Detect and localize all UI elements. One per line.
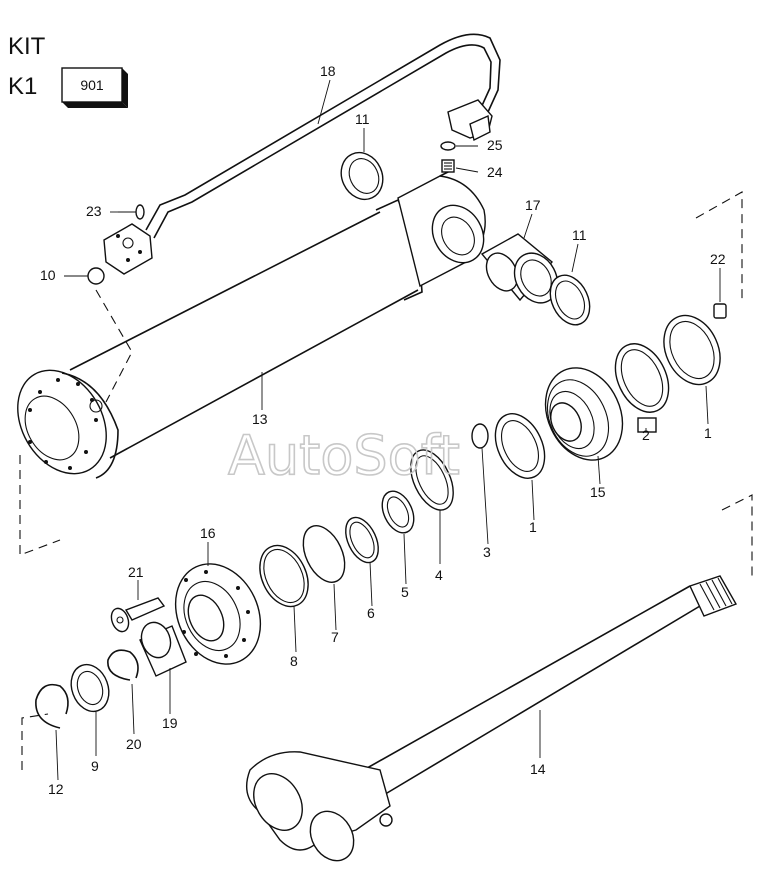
callout-8[interactable]: 8 [290,653,298,669]
callout-15[interactable]: 15 [590,484,606,500]
kit-badge-number: 901 [80,77,104,93]
ring-part-6[interactable] [339,512,385,567]
callout-25[interactable]: 25 [487,137,503,153]
ring-part-5[interactable] [376,486,420,538]
callout-13[interactable]: 13 [252,411,268,427]
callout-3[interactable]: 3 [483,544,491,560]
callout-1-outer[interactable]: 1 [704,425,712,441]
kit-header: KIT K1 901 [8,33,128,108]
piston-part-15[interactable] [531,355,637,472]
callout-12[interactable]: 12 [48,781,64,797]
callout-24[interactable]: 24 [487,164,503,180]
snap-ring-part-12[interactable] [35,683,69,729]
callout-22[interactable]: 22 [710,251,726,267]
grease-fitting-part-24[interactable] [441,159,455,173]
callout-2[interactable]: 2 [642,427,650,443]
guide-ring-part-2[interactable] [605,335,679,433]
wiper-seal-part-9[interactable] [65,659,115,716]
backup-ring-part-4[interactable] [402,443,462,516]
seal-ring-part-1-inner[interactable] [486,406,555,486]
callout-4[interactable]: 4 [435,567,443,583]
callout-23[interactable]: 23 [86,203,102,219]
callout-20[interactable]: 20 [126,736,142,752]
callout-19[interactable]: 19 [162,715,178,731]
callout-9[interactable]: 9 [91,758,99,774]
callout-21[interactable]: 21 [128,564,144,580]
o-ring-part-8[interactable] [251,538,318,615]
snap-ring-part-20[interactable] [107,649,139,681]
bolt-part-21[interactable] [108,597,166,634]
kit-label: KIT [8,33,46,60]
callout-10[interactable]: 10 [40,267,56,283]
k1-label: K1 [8,73,37,100]
seal-ring-part-1-outer[interactable] [653,306,731,393]
callout-18[interactable]: 18 [320,63,336,79]
cylinder-head-part-16[interactable] [160,550,276,678]
piston-rod-part-14[interactable] [244,575,738,869]
grease-nipple-part-22[interactable] [713,303,727,319]
kit-901-badge[interactable]: 901 [61,67,128,108]
callout-11-lower[interactable]: 11 [572,227,587,243]
callout-11-upper[interactable]: 11 [355,111,370,127]
assembly-dash-lines [19,191,753,770]
cylinder-barrel-part-13[interactable] [0,169,494,490]
snap-ring-part-11-lower[interactable] [543,269,598,331]
ball-plug-part-10[interactable] [87,267,105,285]
seal-part-7[interactable] [295,519,353,589]
washer-part-25[interactable] [440,141,456,151]
o-ring-part-3[interactable] [471,423,489,449]
bolt-part-23[interactable] [118,204,145,220]
callout-5[interactable]: 5 [401,584,409,600]
bushing-part-17[interactable] [480,233,566,310]
bushing-part-19[interactable] [137,618,187,677]
hydraulic-tube-part-18[interactable] [103,33,501,275]
callout-6[interactable]: 6 [367,605,375,621]
callout-16[interactable]: 16 [200,525,216,541]
callout-1-inner[interactable]: 1 [529,519,537,535]
callout-14[interactable]: 14 [530,761,546,777]
autosoft-watermark: AutoSoft [228,424,460,487]
snap-ring-part-11-upper[interactable] [334,146,391,206]
leader-lines [55,79,721,781]
callout-7[interactable]: 7 [331,629,339,645]
callout-labels: 18 11 25 24 17 11 23 10 13 22 1 2 15 1 3… [40,63,726,797]
callout-17[interactable]: 17 [525,197,541,213]
